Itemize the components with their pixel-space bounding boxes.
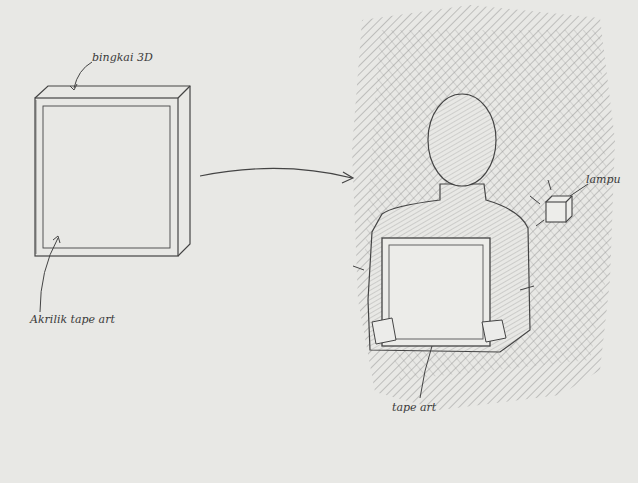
light-ray [530,196,540,204]
hand [482,320,506,342]
annotation-label: Akrilik tape art [30,314,115,325]
leader-line [40,238,58,312]
transition-arrow [200,168,352,178]
annotation-label: tape art [392,402,436,413]
hand [372,318,396,344]
leader-arrowhead [53,236,60,243]
leader-line [570,184,588,196]
background-crosshatch [365,30,610,380]
sketch-stroke [520,286,534,290]
sketch-stroke [353,266,364,270]
transition-arrowhead [342,172,353,183]
tape-art-frame [382,238,490,346]
annotation-label: lampu [586,174,621,185]
annotation-label: bingkai 3D [92,52,153,63]
leader-line [420,346,432,398]
light-ray [536,220,544,226]
frame-3d [35,86,190,256]
background-hatching [352,5,615,410]
lamp-cube [546,196,572,222]
person-figure [368,94,530,352]
light-ray [548,180,551,190]
leader-arrowhead [70,84,77,90]
